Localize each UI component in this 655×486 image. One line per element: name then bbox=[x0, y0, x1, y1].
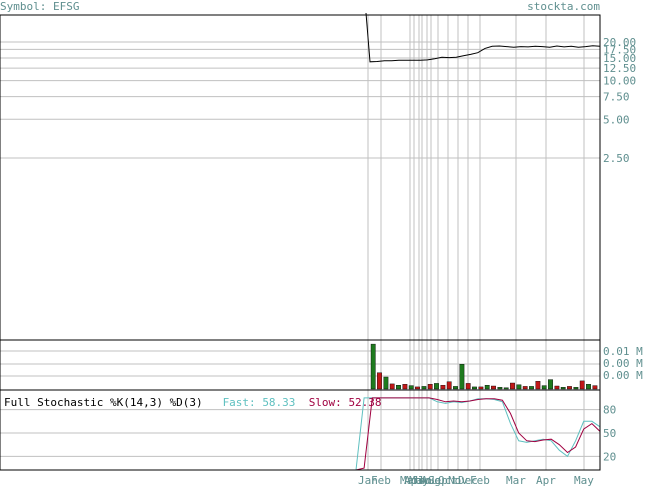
volume-bar bbox=[453, 386, 458, 390]
stochastic-fast-value: 58.33 bbox=[262, 396, 296, 409]
month-tick-label: Nov bbox=[448, 474, 468, 486]
month-tick-label: May bbox=[409, 474, 429, 486]
stochastic-slow-label: Slow: bbox=[308, 396, 342, 409]
volume-bar bbox=[377, 372, 382, 390]
month-tick-label: Sep bbox=[428, 474, 448, 486]
volume-tick-label: 0.00 M bbox=[603, 357, 643, 370]
month-tick-label: Oct bbox=[438, 474, 458, 486]
month-tick-label: Feb bbox=[371, 474, 391, 486]
month-tick-label: Mar bbox=[400, 474, 420, 486]
stochastic-panel bbox=[355, 397, 601, 471]
price-panel-border bbox=[0, 14, 601, 341]
volume-bar bbox=[541, 385, 547, 390]
price-tick-label: 17.50 bbox=[603, 43, 636, 56]
volume-bar bbox=[516, 384, 522, 390]
month-tick-label: Jun bbox=[412, 474, 432, 486]
stochastic-tick-label: 20 bbox=[603, 450, 616, 463]
volume-bar bbox=[370, 343, 376, 390]
stochastic-slow-value: 52.38 bbox=[348, 396, 382, 409]
price-tick-label: 2.50 bbox=[603, 152, 630, 165]
volume-bar bbox=[579, 380, 585, 390]
stochastic-legend: Full Stochastic %K(14,3) %D(3) Fast: 58.… bbox=[4, 396, 382, 409]
month-tick-label: Feb bbox=[470, 474, 490, 486]
volume-bar bbox=[427, 384, 433, 390]
volume-bar bbox=[560, 387, 566, 390]
volume-tick-label: 0.00 M bbox=[603, 369, 643, 382]
volume-bar bbox=[491, 385, 496, 390]
volume-bar bbox=[415, 386, 420, 390]
stochastic-tick-label: 80 bbox=[603, 404, 616, 417]
volume-bar bbox=[586, 384, 591, 390]
grid-layer bbox=[0, 15, 600, 470]
volume-bar bbox=[529, 386, 534, 390]
volume-bar bbox=[434, 383, 439, 390]
price-tick-label: 20.00 bbox=[603, 36, 636, 49]
volume-bar bbox=[478, 386, 484, 390]
stochastic-panel-border bbox=[0, 389, 601, 471]
volume-bar bbox=[535, 381, 541, 390]
month-tick-label: Apr bbox=[404, 474, 424, 486]
volume-bar bbox=[446, 381, 452, 390]
volume-bar bbox=[567, 386, 572, 390]
price-tick-label: 7.50 bbox=[603, 91, 630, 104]
stochastic-slow-line bbox=[355, 397, 601, 471]
volume-bar bbox=[592, 385, 598, 390]
volume-bar bbox=[383, 376, 389, 390]
volume-bar bbox=[465, 383, 471, 390]
stochastic-fast-line bbox=[355, 397, 601, 471]
stochastic-fast-label: Fast: bbox=[222, 396, 256, 409]
month-tick-label: Jul bbox=[417, 474, 437, 486]
volume-bar bbox=[522, 386, 528, 390]
volume-panel bbox=[370, 343, 598, 390]
volume-panel-border bbox=[0, 339, 601, 391]
volume-tick-label: 0.01 M bbox=[603, 345, 643, 358]
volume-bar bbox=[573, 387, 579, 390]
price-panel bbox=[365, 12, 601, 63]
volume-bar bbox=[396, 385, 401, 390]
volume-bar bbox=[554, 385, 560, 390]
volume-bar bbox=[548, 379, 553, 390]
volume-bar bbox=[503, 387, 509, 390]
month-tick-label: Dec bbox=[458, 474, 478, 486]
volume-bar bbox=[421, 386, 427, 390]
stochastic-title: Full Stochastic %K(14,3) %D(3) bbox=[4, 396, 203, 409]
volume-bar bbox=[472, 386, 477, 390]
volume-bar bbox=[408, 385, 414, 390]
volume-bar bbox=[497, 387, 503, 390]
volume-bar bbox=[484, 385, 490, 390]
month-tick-label: Aug bbox=[421, 474, 441, 486]
brand-label[interactable]: stockta.com bbox=[527, 0, 600, 13]
month-tick-label: Mar bbox=[506, 474, 526, 486]
price-tick-label: 10.00 bbox=[603, 75, 636, 88]
volume-bar bbox=[459, 364, 465, 390]
volume-bar bbox=[440, 385, 446, 390]
price-line bbox=[365, 12, 601, 63]
stochastic-tick-label: 50 bbox=[603, 427, 616, 440]
price-tick-label: 15.00 bbox=[603, 52, 636, 65]
volume-bar bbox=[510, 382, 515, 390]
volume-bar bbox=[402, 384, 408, 390]
symbol-label: Symbol: EFSG bbox=[0, 0, 80, 13]
month-tick-label: Jan bbox=[358, 474, 378, 486]
volume-bar bbox=[389, 383, 395, 390]
price-tick-label: 12.50 bbox=[603, 62, 636, 75]
month-tick-label: Apr bbox=[536, 474, 556, 486]
price-tick-label: 5.00 bbox=[603, 113, 630, 126]
month-tick-label: May bbox=[574, 474, 594, 486]
